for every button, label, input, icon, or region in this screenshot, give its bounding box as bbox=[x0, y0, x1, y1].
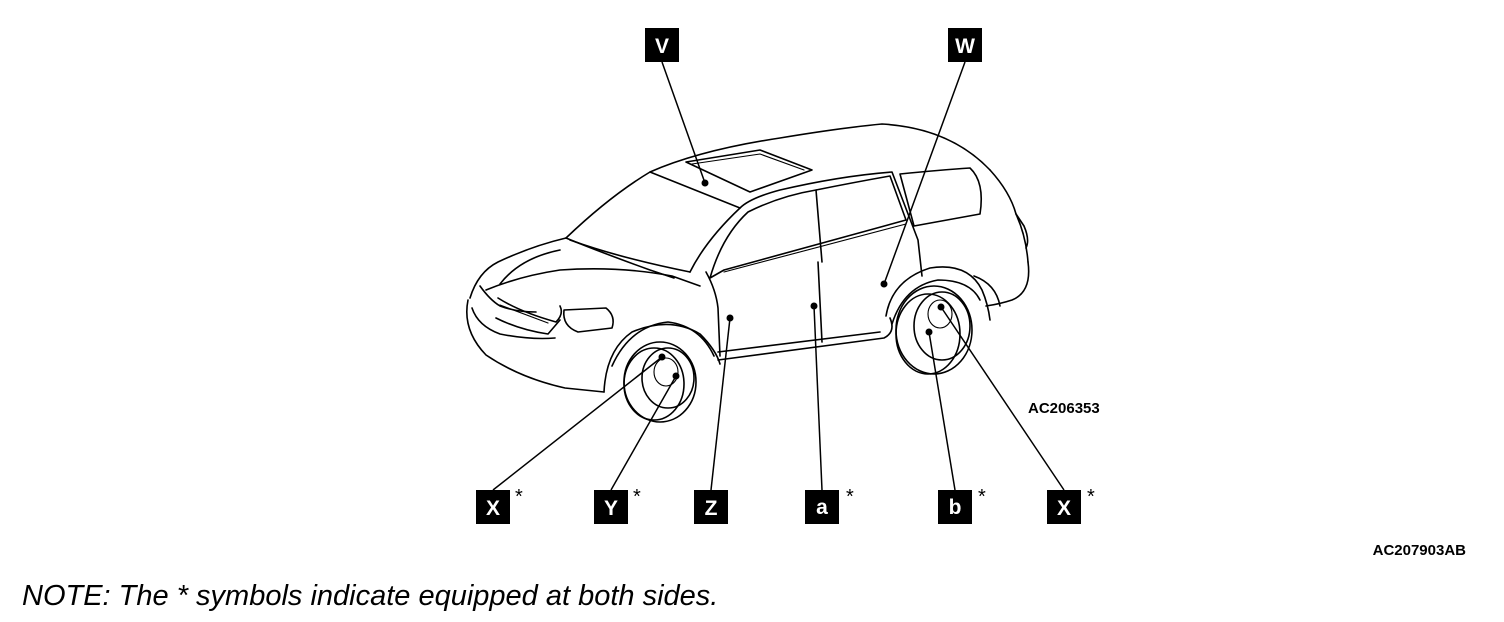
dot-x-front bbox=[658, 353, 666, 361]
label-w: W bbox=[948, 28, 982, 62]
leader-lines bbox=[492, 61, 1065, 491]
label-w-letter: W bbox=[955, 35, 975, 58]
label-b-letter: b bbox=[949, 496, 962, 519]
leader-dots bbox=[658, 179, 945, 380]
label-b-star: * bbox=[978, 486, 986, 508]
label-x-rear: X * bbox=[1047, 486, 1095, 524]
label-x-front: X * bbox=[476, 486, 523, 524]
dot-y bbox=[672, 372, 680, 380]
leader-b bbox=[928, 331, 956, 491]
label-x-rear-letter: X bbox=[1057, 497, 1071, 520]
leader-x-rear bbox=[940, 306, 1065, 491]
label-b: b * bbox=[938, 486, 986, 524]
label-z-letter: Z bbox=[705, 497, 718, 520]
label-y-star: * bbox=[633, 486, 641, 508]
label-x-front-letter: X bbox=[486, 497, 500, 520]
label-x-front-star: * bbox=[515, 486, 523, 508]
leader-z bbox=[710, 317, 731, 491]
label-v: V bbox=[645, 28, 679, 62]
label-x-rear-star: * bbox=[1087, 486, 1095, 508]
label-v-letter: V bbox=[655, 35, 669, 58]
label-a-letter: a bbox=[816, 496, 828, 519]
leader-v bbox=[661, 61, 706, 184]
leader-x-front bbox=[492, 356, 663, 491]
label-a-star: * bbox=[846, 486, 854, 508]
label-y: Y * bbox=[594, 486, 641, 524]
vehicle-illustration bbox=[466, 123, 1030, 423]
outer-figure-code: AC207903AB bbox=[1373, 542, 1467, 559]
dot-x-rear bbox=[937, 303, 945, 311]
leader-w bbox=[883, 61, 966, 285]
leader-y bbox=[610, 375, 677, 491]
inner-figure-code: AC206353 bbox=[1028, 400, 1100, 417]
note-text: NOTE: The * symbols indicate equipped at… bbox=[22, 580, 719, 612]
label-z: Z bbox=[694, 490, 728, 524]
leader-a bbox=[813, 305, 823, 491]
dot-z bbox=[726, 314, 734, 322]
label-a: a * bbox=[805, 486, 854, 524]
dot-w bbox=[880, 280, 888, 288]
dot-b bbox=[925, 328, 933, 336]
label-y-letter: Y bbox=[604, 497, 618, 520]
dot-v bbox=[701, 179, 709, 187]
dot-a bbox=[810, 302, 818, 310]
